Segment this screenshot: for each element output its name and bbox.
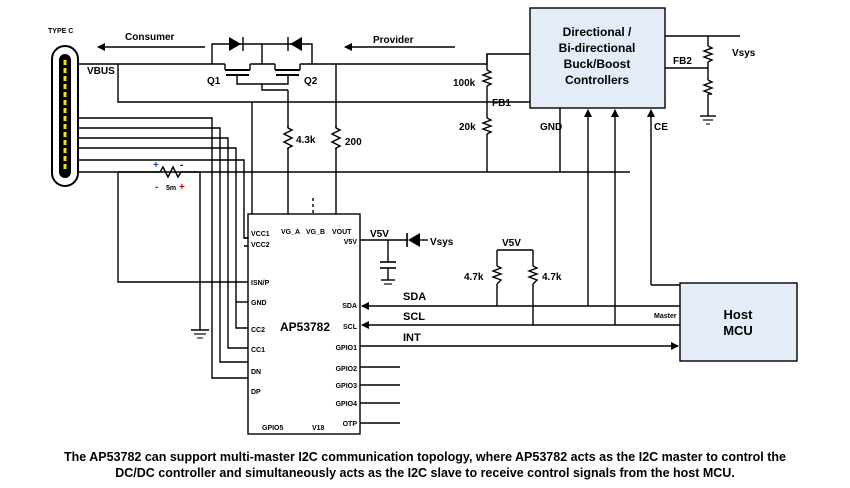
typec-label: TYPE C bbox=[48, 28, 73, 35]
chip-v5v-label: V5V bbox=[370, 229, 389, 240]
sense-plus-right: + bbox=[179, 182, 185, 193]
resistor-4k3 bbox=[282, 126, 294, 150]
caption-line-1: The AP53782 can support multi-master I2C… bbox=[64, 450, 786, 464]
fb2-label: FB2 bbox=[673, 56, 692, 67]
controller-vsys-label: Vsys bbox=[732, 48, 756, 59]
divider-bottom-label: 20k bbox=[459, 122, 476, 133]
pin-gpio2: GPIO2 bbox=[336, 366, 358, 373]
controller-gnd-label: GND bbox=[540, 122, 562, 133]
ground-symbol-left bbox=[191, 329, 209, 339]
fb1-label: FB1 bbox=[492, 98, 511, 109]
sense-plus-left: + bbox=[153, 160, 159, 171]
mcu-line-1: Host bbox=[724, 307, 754, 322]
controller-ce-label: CE bbox=[654, 122, 668, 133]
pullup-left-label: 4.7k bbox=[464, 272, 484, 283]
pin-vg-b: VG_B bbox=[306, 229, 325, 236]
pin-gpio1: GPIO1 bbox=[336, 345, 358, 352]
pullup-rail-label: V5V bbox=[502, 238, 521, 249]
provider-label: Provider bbox=[373, 35, 414, 46]
diode-vsys bbox=[406, 233, 428, 247]
pin-gpio3: GPIO3 bbox=[336, 383, 358, 390]
resistor-200 bbox=[330, 126, 342, 150]
ap53782-chip bbox=[247, 213, 361, 435]
pin-v18: V18 bbox=[312, 425, 325, 432]
pin-vg-a: VG_A bbox=[281, 229, 300, 236]
mcu-line-2: MCU bbox=[723, 323, 753, 338]
q2-label: Q2 bbox=[304, 76, 318, 87]
divider-top-label: 100k bbox=[453, 78, 476, 89]
host-mcu-box bbox=[679, 282, 798, 362]
pin-otp: OTP bbox=[343, 421, 358, 428]
pin-sda: SDA bbox=[342, 303, 357, 310]
vbus-label: VBUS bbox=[87, 66, 115, 77]
pin-v5v: V5V bbox=[344, 239, 358, 246]
controller-line-4: Controllers bbox=[565, 73, 629, 87]
pin-gnd: GND bbox=[251, 300, 267, 307]
pin-vout: VOUT bbox=[332, 229, 352, 236]
resistor-200-label: 200 bbox=[345, 137, 362, 148]
mosfet-q2 bbox=[261, 37, 313, 85]
controller-box bbox=[529, 7, 666, 109]
pin-gpio5: GPIO5 bbox=[262, 425, 284, 432]
sense-minus-left: - bbox=[155, 182, 158, 193]
q1-label: Q1 bbox=[207, 76, 221, 87]
capacitor-v5v bbox=[380, 240, 396, 285]
figure-caption: The AP53782 can support multi-master I2C… bbox=[0, 449, 850, 481]
pin-vcc1: VCC1 bbox=[251, 231, 270, 238]
chip-name: AP53782 bbox=[280, 320, 330, 334]
ground-symbol-right bbox=[700, 115, 716, 125]
pin-dp: DP bbox=[251, 389, 261, 396]
consumer-label: Consumer bbox=[125, 32, 175, 43]
int-label: INT bbox=[403, 332, 421, 344]
pullup-right-label: 4.7k bbox=[542, 272, 562, 283]
mcu-master-label: Master bbox=[654, 313, 677, 320]
mosfet-q1 bbox=[211, 37, 262, 85]
pin-dn: DN bbox=[251, 369, 261, 376]
diode-vsys-label: Vsys bbox=[430, 237, 454, 248]
scl-label: SCL bbox=[403, 311, 425, 323]
pin-scl: SCL bbox=[343, 324, 358, 331]
sda-label: SDA bbox=[403, 291, 426, 303]
sense-minus-right: - bbox=[180, 160, 183, 171]
caption-line-2: DC/DC controller and simultaneously acts… bbox=[115, 466, 735, 480]
controller-line-2: Bi-directional bbox=[559, 41, 636, 55]
controller-line-1: Directional / bbox=[563, 25, 632, 39]
pin-isnp: ISN/P bbox=[251, 280, 270, 287]
pin-gpio4: GPIO4 bbox=[336, 401, 358, 408]
sense-value: 5m bbox=[166, 185, 176, 192]
pin-cc1: CC1 bbox=[251, 347, 265, 354]
typec-connector bbox=[51, 45, 79, 187]
controller-line-3: Buck/Boost bbox=[564, 57, 631, 71]
sense-resistor bbox=[150, 165, 200, 179]
resistor-4k3-label: 4.3k bbox=[296, 135, 316, 146]
wire-cc-bus bbox=[78, 117, 248, 379]
pin-cc2: CC2 bbox=[251, 327, 265, 334]
pin-vcc2: VCC2 bbox=[251, 242, 270, 249]
